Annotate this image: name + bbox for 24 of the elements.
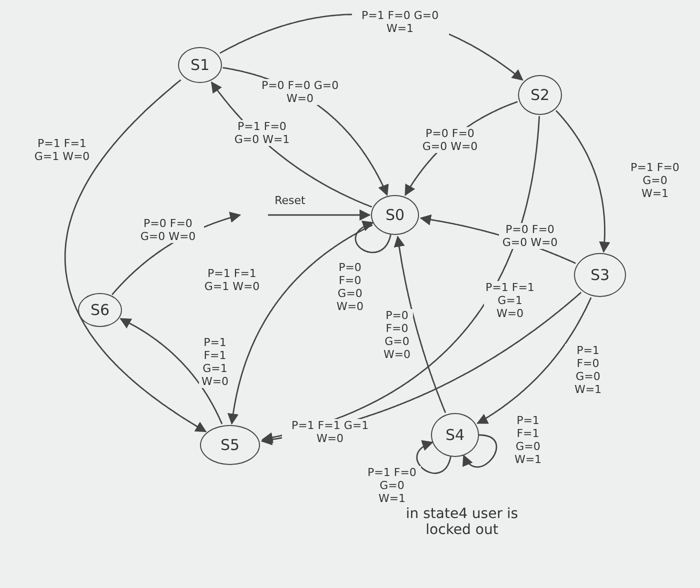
state-circle: S5 (200, 425, 260, 465)
state-circle: S2 (518, 75, 562, 115)
edge-label: P=1 F=0 G=0 W=1 (629, 160, 681, 200)
state-circle: S0 (371, 195, 419, 235)
edge-label: P=1 F=1 G=1 W=0 (484, 280, 536, 320)
edge-label: P=1 F=0 G=0 W=1 (352, 9, 448, 35)
state-circle: S1 (178, 47, 222, 83)
arrow (556, 110, 610, 253)
note-text: in state4 user is locked out (404, 506, 520, 538)
state-circle: S4 (431, 413, 479, 457)
edge-label: P=0 F=0 G=0 W=0 (381, 309, 413, 361)
arrow (463, 434, 498, 468)
arrow (120, 318, 223, 424)
edge-label: P=1 F=1 G=1 W=0 (199, 336, 231, 388)
state-circle: S3 (574, 253, 626, 297)
arrow (64, 79, 207, 432)
arrow (416, 441, 452, 474)
edge-label: P=0 F=0 G=0 W=0 (334, 261, 366, 313)
arrow (268, 209, 371, 221)
state-circle: S6 (78, 293, 122, 327)
arrow (394, 236, 446, 414)
arrow (228, 224, 373, 425)
arrow (355, 222, 392, 254)
arrow (476, 297, 592, 424)
